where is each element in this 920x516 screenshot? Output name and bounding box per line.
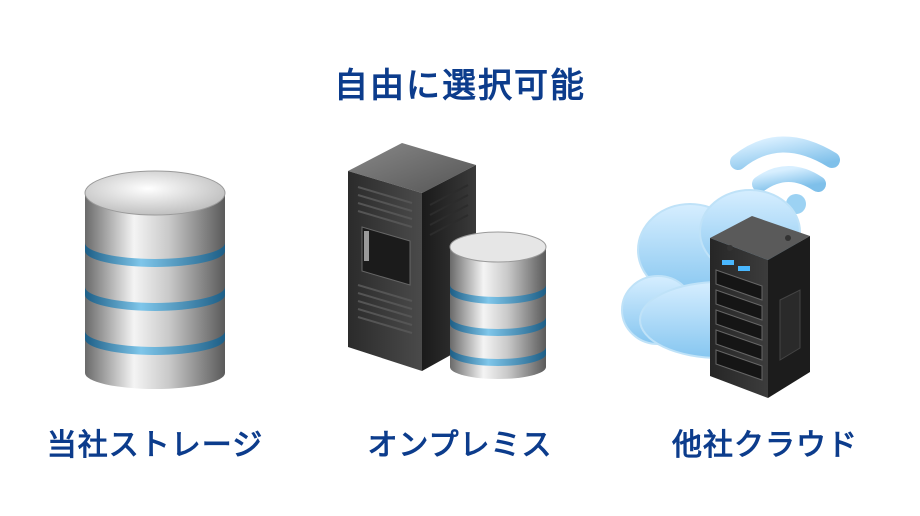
cloud-server-icon (621, 136, 840, 398)
option-label-own-storage: 当社ストレージ (46, 428, 264, 463)
database-storage-icon (84, 170, 226, 389)
page-title: 自由に選択可能 (334, 66, 586, 106)
server-rack-with-database-icon (348, 143, 547, 379)
option-label-other-cloud: 他社クラウド (672, 428, 858, 463)
option-label-on-premise: オンプレミス (367, 428, 553, 463)
